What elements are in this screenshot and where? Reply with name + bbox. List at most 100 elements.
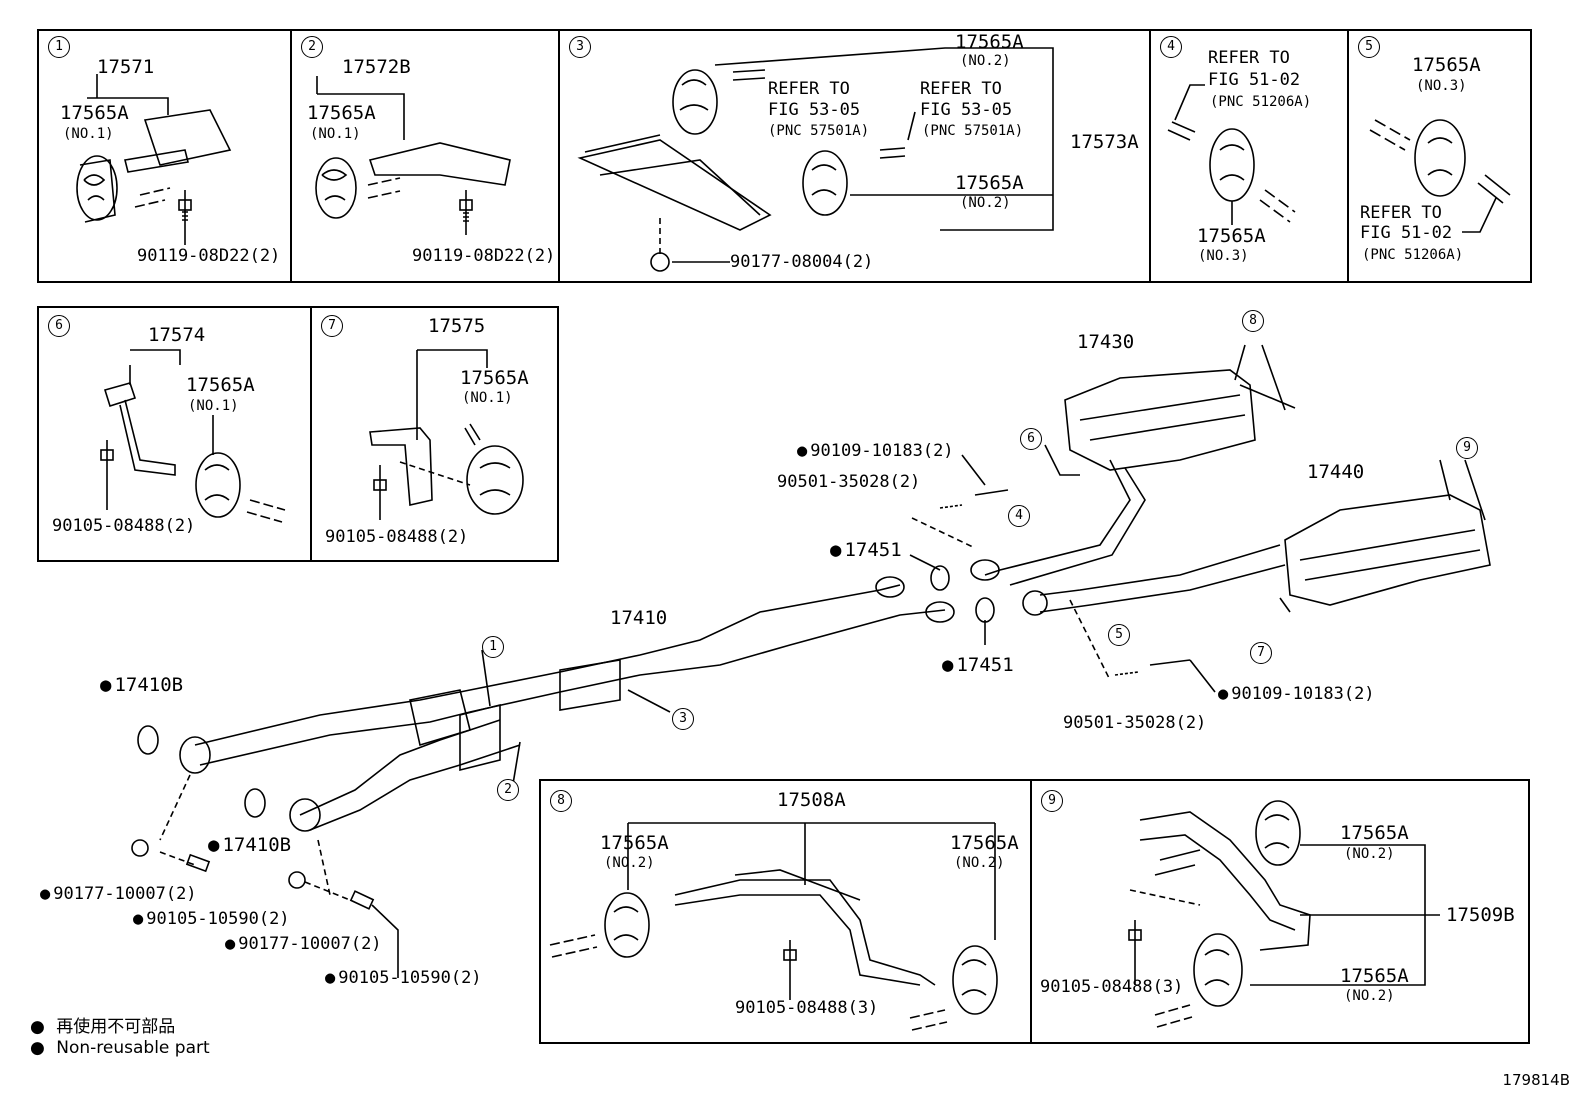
panel-6-number: 6 <box>48 315 70 337</box>
part-17508a-label: 17508A <box>777 789 846 811</box>
panel-7-art <box>369 349 524 520</box>
pnc-ref-label: (PNC 51206A) <box>1210 94 1312 110</box>
bolt-left-label: 90105-10590(2) <box>133 909 289 929</box>
figure-id: 179814B <box>1502 1071 1570 1089</box>
mount-no-label: (NO.3) <box>1416 78 1467 94</box>
panel-1-art <box>76 74 232 245</box>
callout-5: 5 <box>1108 624 1130 646</box>
part-17575-label: 17575 <box>428 315 486 337</box>
mount-top-no-label: (NO.2) <box>1344 846 1395 862</box>
part-17565a-label: 17565A <box>460 367 529 389</box>
mount-no-label: (NO.1) <box>462 390 513 406</box>
bolt-label: 90119-08D22(2) <box>137 246 281 266</box>
panel-3-number: 3 <box>569 36 591 58</box>
right-hardware-art <box>909 454 1216 693</box>
part-17565a-label: 17565A <box>307 102 376 124</box>
pnc-ref-label: (PNC 57501A) <box>768 123 870 139</box>
legend-line-2: Non-reusable part <box>56 1038 210 1058</box>
part-17565a-left-label: 17565A <box>600 832 669 854</box>
non-reusable-dot-icon: ● <box>30 1038 45 1058</box>
panel-6-art <box>100 349 286 523</box>
panel-8-number: 8 <box>550 790 572 812</box>
panel-9 <box>1030 779 1530 1044</box>
gasket-17410b-left-label: 17410B <box>100 675 183 695</box>
part-17574-label: 17574 <box>148 324 206 346</box>
panel-1-number: 1 <box>48 36 70 58</box>
bolt-bottom-label: 90109-10183(2) <box>1218 684 1374 704</box>
fig-ref-label: FIG 53-05 <box>920 100 1013 120</box>
pnc-ref-label: (PNC 57501A) <box>922 123 1024 139</box>
callout-6: 6 <box>1020 428 1042 450</box>
callout-7: 7 <box>1250 642 1272 664</box>
spring-top-label: 90501-35028(2) <box>777 472 921 492</box>
fig-ref-label: FIG 51-02 <box>1360 223 1453 243</box>
part-17565a-label: 17565A <box>1197 225 1266 247</box>
part-17410-label: 17410 <box>610 607 668 629</box>
refer-to-label: REFER TO <box>768 79 850 99</box>
callout-3: 3 <box>672 708 694 730</box>
front-pipe-art <box>179 576 955 832</box>
callout-2: 2 <box>497 779 519 801</box>
bolt-label: 90105-08488(2) <box>325 527 469 547</box>
mount-no-label: (NO.1) <box>63 126 114 142</box>
panel-6 <box>37 306 312 562</box>
mount-right-no-label: (NO.2) <box>954 855 1005 871</box>
center-muffler-art <box>970 344 1296 586</box>
legend-english: ● Non-reusable part <box>30 1038 210 1058</box>
mount-bottom-no-label: (NO.2) <box>960 195 1011 211</box>
bolt-top-label: 90109-10183(2) <box>797 441 953 461</box>
spring-bottom-label: 90501-35028(2) <box>1063 713 1207 733</box>
bolt-right-label: 90105-10590(2) <box>325 968 481 988</box>
panel-8-art <box>549 822 998 1031</box>
tail-muffler-art <box>1022 459 1491 616</box>
part-17571-label: 17571 <box>97 56 155 78</box>
part-17440-label: 17440 <box>1307 461 1365 483</box>
panel-7-number: 7 <box>321 315 343 337</box>
legend-japanese: ● 再使用不可部品 <box>30 1012 175 1037</box>
fig-ref-label: FIG 53-05 <box>768 100 861 120</box>
panel-4-number: 4 <box>1160 36 1182 58</box>
part-17565a-label: 17565A <box>186 374 255 396</box>
part-17565a-bottom-label: 17565A <box>1340 965 1409 987</box>
nut-left-label: 90177-10007(2) <box>40 884 196 904</box>
mount-no-label: (NO.1) <box>188 398 239 414</box>
part-17565a-bottom-label: 17565A <box>955 172 1024 194</box>
refer-to-label: REFER TO <box>1208 48 1290 68</box>
refer-to-label: REFER TO <box>920 79 1002 99</box>
panel-3-art <box>577 47 1054 272</box>
fig-ref-label: FIG 51-02 <box>1208 70 1301 90</box>
panel-5 <box>1347 29 1532 283</box>
bolt-label: 90119-08D22(2) <box>412 246 556 266</box>
part-17565a-top-label: 17565A <box>955 31 1024 53</box>
part-17565a-top-label: 17565A <box>1340 822 1409 844</box>
gasket-17451-top-label: 17451 <box>830 540 901 560</box>
legend-line-1: 再使用不可部品 <box>56 1017 176 1037</box>
panel-9-art <box>1128 800 1440 1028</box>
mount-top-no-label: (NO.2) <box>960 53 1011 69</box>
callout-4: 4 <box>1008 505 1030 527</box>
panel-9-number: 9 <box>1041 790 1063 812</box>
panel-3 <box>558 29 1151 283</box>
panel-7 <box>310 306 559 562</box>
nut-right-label: 90177-10007(2) <box>225 934 381 954</box>
part-17509b-label: 17509B <box>1446 904 1515 926</box>
panel-5-number: 5 <box>1358 36 1380 58</box>
mount-bottom-no-label: (NO.2) <box>1344 988 1395 1004</box>
part-17565a-right-label: 17565A <box>950 832 1019 854</box>
panel-5-art <box>1369 119 1511 233</box>
part-17565a-label: 17565A <box>1412 54 1481 76</box>
callout-8: 8 <box>1242 310 1264 332</box>
bolt-label: 90105-08488(3) <box>1040 977 1184 997</box>
callout-9: 9 <box>1456 437 1478 459</box>
callout-1: 1 <box>482 636 504 658</box>
panel-2-number: 2 <box>301 36 323 58</box>
panel-2-art <box>315 76 511 235</box>
mount-left-no-label: (NO.2) <box>604 855 655 871</box>
part-17565a-label: 17565A <box>60 102 129 124</box>
nut-label: 90177-08004(2) <box>730 252 874 272</box>
part-17572b-label: 17572B <box>342 56 411 78</box>
panel-2 <box>290 29 560 283</box>
left-gasket-art <box>131 725 399 978</box>
panel-4-art <box>1167 84 1296 225</box>
